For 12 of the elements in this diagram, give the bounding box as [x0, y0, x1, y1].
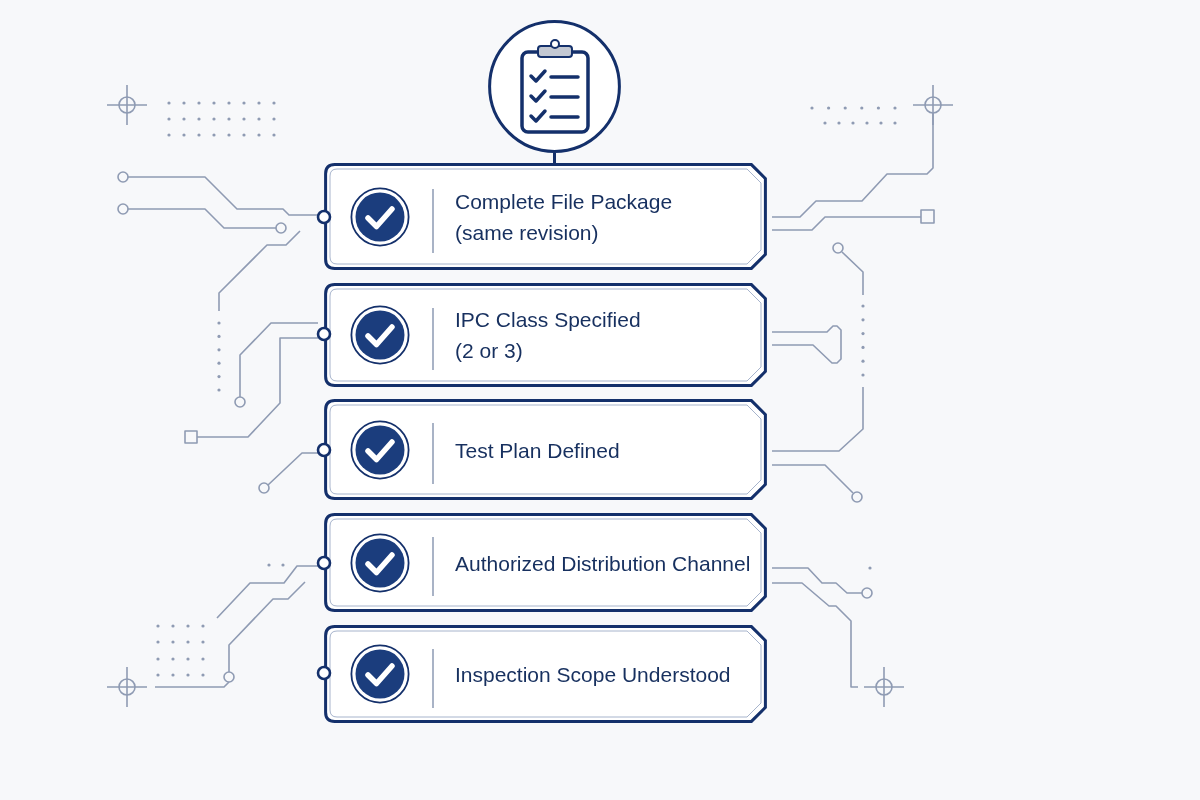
item-text: Test Plan Defined — [455, 437, 620, 463]
connector-line — [553, 153, 556, 163]
item-text: Complete File Package (same revision) — [455, 188, 674, 246]
icon-circle — [488, 20, 621, 153]
item-text: Inspection Scope Understood — [455, 661, 731, 688]
item-text: Authorized Distribution Channel — [455, 550, 751, 576]
checklist-item-box — [324, 625, 767, 723]
item-text: IPC Class Specified (2 or 3) — [455, 307, 642, 364]
checklist-item-box — [324, 283, 767, 387]
checklist-item-box — [324, 513, 767, 612]
checklist-item-box — [324, 399, 767, 500]
checklist-item-box — [324, 163, 767, 270]
